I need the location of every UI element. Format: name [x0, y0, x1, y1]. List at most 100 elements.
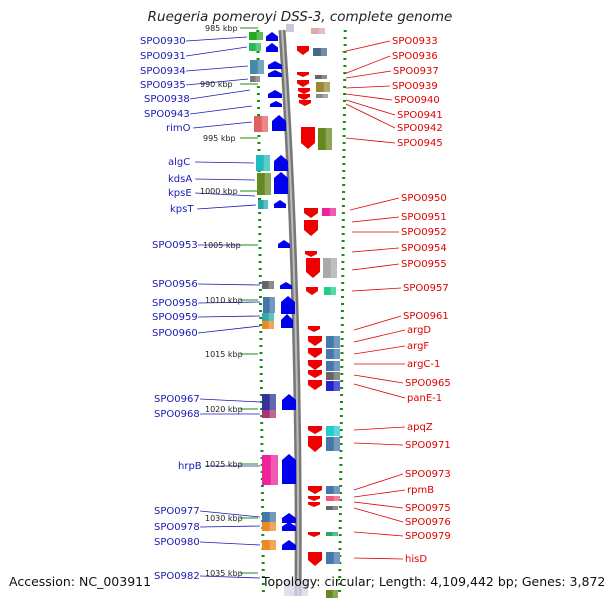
left-gene-label[interactable]: SPO0935	[140, 80, 186, 91]
left-gene-name[interactable]: kdsA	[168, 174, 192, 185]
left-gene-label[interactable]: SPO0938	[144, 94, 190, 105]
right-gene-name[interactable]: SPO0940	[394, 95, 440, 106]
left-gene-label[interactable]: SPO0960	[152, 328, 198, 339]
right-gene-name[interactable]: apqZ	[407, 422, 433, 433]
left-gene-name[interactable]: SPO0935	[140, 80, 186, 91]
right-gene-name[interactable]: panE-1	[407, 393, 442, 404]
right-gene-name[interactable]: SPO0937	[393, 66, 439, 77]
right-gene-label[interactable]: SPO0942	[397, 123, 443, 134]
right-gene-label[interactable]: SPO0973	[405, 469, 451, 480]
left-gene-name[interactable]: SPO0956	[152, 279, 198, 290]
left-gene-label[interactable]: rimO	[166, 123, 191, 134]
left-gene-label[interactable]: SPO0967	[154, 394, 200, 405]
left-gene-label[interactable]: SPO0958	[152, 298, 198, 309]
right-gene-name[interactable]: SPO0942	[397, 123, 443, 134]
left-gene-name[interactable]: SPO0930	[140, 36, 186, 47]
left-gene-label[interactable]: hrpB	[178, 461, 202, 472]
right-gene-label[interactable]: SPO0975	[405, 503, 451, 514]
left-gene-name[interactable]: SPO0978	[154, 522, 200, 533]
right-gene-name[interactable]: rpmB	[407, 485, 434, 496]
right-gene-name[interactable]: argC-1	[407, 359, 440, 370]
right-gene-label[interactable]: argD	[407, 325, 431, 336]
right-gene-name[interactable]: SPO0952	[401, 227, 447, 238]
right-gene-label[interactable]: SPO0940	[394, 95, 440, 106]
right-gene-name[interactable]: SPO0971	[405, 440, 451, 451]
right-gene-name[interactable]: SPO0951	[401, 212, 447, 223]
right-gene-name[interactable]: SPO0955	[401, 259, 447, 270]
right-gene-label[interactable]: SPO0937	[393, 66, 439, 77]
left-gene-name[interactable]: SPO0953	[152, 240, 198, 251]
left-gene-label[interactable]: SPO0982	[154, 571, 200, 582]
right-gene-label[interactable]: hisD	[405, 554, 427, 565]
left-gene-name[interactable]: SPO0967	[154, 394, 200, 405]
right-gene-label[interactable]: SPO0971	[405, 440, 451, 451]
right-gene-label[interactable]: SPO0945	[397, 138, 443, 149]
right-gene-name[interactable]: argF	[407, 341, 429, 352]
right-gene-label[interactable]: SPO0955	[401, 259, 447, 270]
left-gene-label[interactable]: SPO0943	[144, 109, 190, 120]
right-gene-label[interactable]: SPO0954	[401, 243, 447, 254]
right-gene-name[interactable]: SPO0941	[397, 110, 443, 121]
right-gene-label[interactable]: SPO0951	[401, 212, 447, 223]
right-gene-name[interactable]: SPO0975	[405, 503, 451, 514]
right-gene-name[interactable]: SPO0954	[401, 243, 447, 254]
right-gene-name[interactable]: SPO0933	[392, 36, 438, 47]
left-gene-name[interactable]: SPO0968	[154, 409, 200, 420]
left-gene-name[interactable]: SPO0977	[154, 506, 200, 517]
right-gene-label[interactable]: SPO0936	[392, 51, 438, 62]
left-gene-name[interactable]: SPO0931	[140, 51, 186, 62]
right-gene-label[interactable]: SPO0957	[403, 283, 449, 294]
left-gene-name[interactable]: hrpB	[178, 461, 202, 472]
left-gene-label[interactable]: SPO0968	[154, 409, 200, 420]
right-gene-label[interactable]: SPO0933	[392, 36, 438, 47]
right-gene-label[interactable]: SPO0965	[405, 378, 451, 389]
left-gene-label[interactable]: kpsT	[170, 204, 194, 215]
right-gene-label[interactable]: SPO0939	[392, 81, 438, 92]
right-gene-label[interactable]: SPO0950	[401, 193, 447, 204]
right-gene-name[interactable]: SPO0961	[403, 311, 449, 322]
right-gene-name[interactable]: SPO0950	[401, 193, 447, 204]
left-gene-name[interactable]: SPO0943	[144, 109, 190, 120]
left-gene-name[interactable]: SPO0938	[144, 94, 190, 105]
right-gene-name[interactable]: hisD	[405, 554, 427, 565]
left-gene-label[interactable]: SPO0931	[140, 51, 186, 62]
left-gene-name[interactable]: SPO0958	[152, 298, 198, 309]
left-gene-label[interactable]: SPO0980	[154, 537, 200, 548]
right-gene-label[interactable]: apqZ	[407, 422, 433, 433]
left-gene-label[interactable]: SPO0930	[140, 36, 186, 47]
left-gene-name[interactable]: SPO0960	[152, 328, 198, 339]
left-gene-label[interactable]: SPO0977	[154, 506, 200, 517]
right-gene-label[interactable]: argF	[407, 341, 429, 352]
right-gene-name[interactable]: SPO0976	[405, 517, 451, 528]
left-gene-name[interactable]: algC	[168, 157, 190, 168]
right-gene-name[interactable]: SPO0979	[405, 531, 451, 542]
right-gene-name[interactable]: SPO0936	[392, 51, 438, 62]
left-gene-label[interactable]: SPO0959	[152, 312, 198, 323]
right-gene-name[interactable]: SPO0945	[397, 138, 443, 149]
right-gene-name[interactable]: argD	[407, 325, 431, 336]
left-gene-name[interactable]: rimO	[166, 123, 191, 134]
right-gene-label[interactable]: SPO0961	[403, 311, 449, 322]
right-gene-label[interactable]: rpmB	[407, 485, 434, 496]
right-gene-name[interactable]: SPO0939	[392, 81, 438, 92]
left-gene-name[interactable]: SPO0959	[152, 312, 198, 323]
right-gene-label[interactable]: SPO0941	[397, 110, 443, 121]
left-gene-name[interactable]: SPO0934	[140, 66, 186, 77]
right-gene-label[interactable]: SPO0976	[405, 517, 451, 528]
left-gene-name[interactable]: SPO0980	[154, 537, 200, 548]
left-gene-label[interactable]: kdsA	[168, 174, 192, 185]
left-gene-label[interactable]: SPO0953	[152, 240, 198, 251]
right-gene-label[interactable]: panE-1	[407, 393, 442, 404]
left-gene-label[interactable]: SPO0956	[152, 279, 198, 290]
right-gene-label[interactable]: SPO0952	[401, 227, 447, 238]
right-gene-name[interactable]: SPO0965	[405, 378, 451, 389]
right-gene-label[interactable]: SPO0979	[405, 531, 451, 542]
left-gene-label[interactable]: algC	[168, 157, 190, 168]
right-gene-name[interactable]: SPO0973	[405, 469, 451, 480]
left-gene-label[interactable]: kpsE	[168, 188, 192, 199]
right-gene-name[interactable]: SPO0957	[403, 283, 449, 294]
left-gene-name[interactable]: kpsE	[168, 188, 192, 199]
left-gene-name[interactable]: SPO0982	[154, 571, 200, 582]
left-gene-label[interactable]: SPO0978	[154, 522, 200, 533]
left-gene-label[interactable]: SPO0934	[140, 66, 186, 77]
